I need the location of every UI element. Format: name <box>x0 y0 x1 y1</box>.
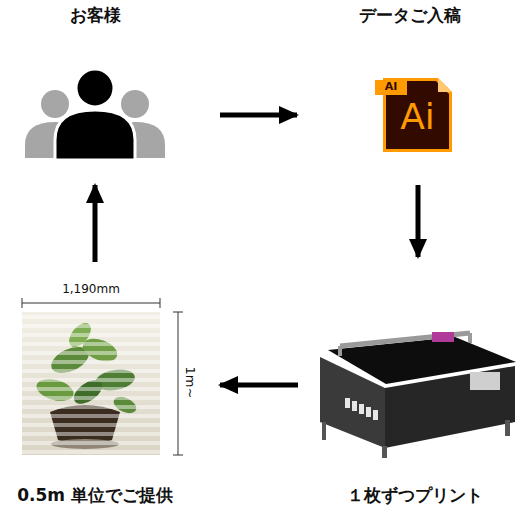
icon-text: Ai <box>386 96 449 137</box>
flow-step: １枚ずつプリント <box>310 320 520 515</box>
ai-file-icon <box>375 78 452 152</box>
printed-image <box>22 312 160 455</box>
icon-text: AI <box>375 80 407 93</box>
people-icon <box>25 69 165 160</box>
printer-illustration <box>320 332 516 458</box>
dimension-label: 1,190mm <box>36 282 146 296</box>
flow-arrow <box>93 185 98 262</box>
dimension-label: 1m~ <box>183 358 198 408</box>
step-heading: 0.5m 単位でご提供 <box>0 484 190 507</box>
flow-arrow <box>220 383 298 388</box>
flow-arrow <box>220 113 297 118</box>
step-heading: データご入稿 <box>335 4 485 27</box>
step-heading: １枚ずつプリント <box>310 484 520 507</box>
flow-step: 0.5m 単位でご提供 <box>0 285 190 515</box>
flow-step: お客様 <box>20 0 170 165</box>
step-heading: お客様 <box>20 4 170 27</box>
dimension-marks <box>22 298 183 455</box>
flow-arrow <box>416 185 421 257</box>
